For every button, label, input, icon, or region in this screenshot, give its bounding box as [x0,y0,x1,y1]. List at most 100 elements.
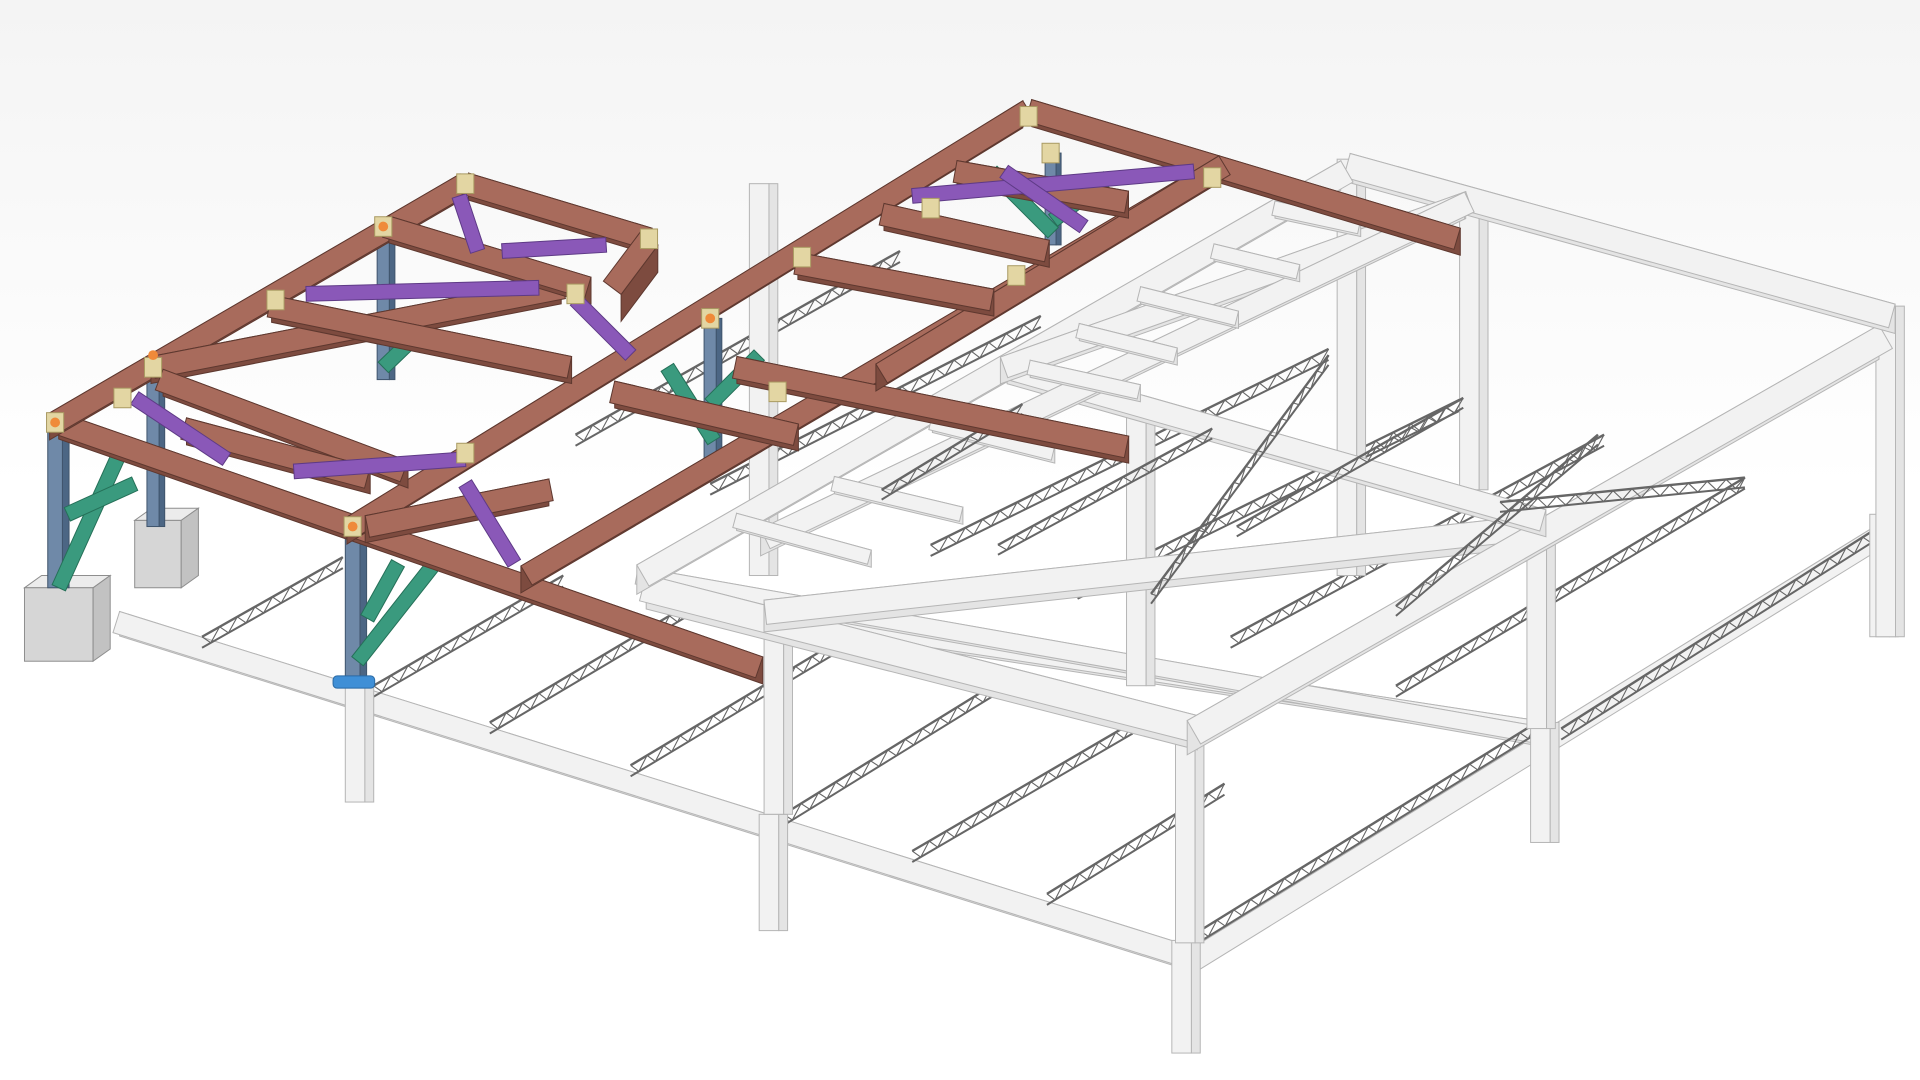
x-brace-9[interactable] [999,164,1089,234]
column-upper-3[interactable] [1459,195,1489,491]
column-cap-5 [148,350,158,361]
column-upper-2[interactable] [1126,415,1156,687]
x-brace-1[interactable] [305,279,540,302]
knee-brace-2[interactable] [63,476,139,522]
column-lower-3[interactable] [1171,939,1201,1054]
footing-2[interactable] [133,507,200,589]
column-face [1459,195,1480,491]
column-cap-1 [50,417,60,428]
joist-top-chord [911,721,1134,853]
beam-flange [461,172,653,250]
joist-top-chord [629,635,846,767]
column-cap-3 [347,521,358,532]
column-face [758,813,780,932]
beam-flange [1209,243,1301,280]
steel-beam-14[interactable] [609,380,800,452]
beam-flange [1026,359,1141,400]
joist-upper-6[interactable] [1499,476,1746,513]
column-upper-5[interactable] [763,611,793,815]
beam-flange [830,475,964,523]
x-brace-4[interactable] [451,192,486,254]
connection-plate-8[interactable] [1019,106,1038,127]
connection-plate-15[interactable] [921,197,940,219]
beam-flange [112,610,1186,967]
connection-plate-9[interactable] [768,381,787,403]
beam-flange [731,355,1130,459]
joist-lower-6[interactable] [911,721,1134,863]
footing-side [92,574,111,663]
infill-beam-1[interactable] [732,512,872,568]
beam-flange [1075,322,1178,363]
joist-upper-5[interactable] [1395,433,1599,617]
beam-flange [1136,286,1240,327]
x-brace-3[interactable] [129,391,232,466]
infill-beam-2[interactable] [830,475,964,525]
connection-plate-11[interactable] [456,442,475,464]
beam-lower-front-left[interactable] [112,610,1186,970]
connection-plate-5[interactable] [456,173,475,194]
connection-plate-2[interactable] [143,357,163,378]
column-side [1145,415,1156,687]
column-side [1895,305,1905,638]
column-upper-6[interactable] [1175,721,1205,944]
joist-top-chord [1150,354,1330,595]
joist-web [1150,354,1330,597]
steel-beam-9[interactable] [731,355,1130,464]
footing-face [23,587,94,662]
lower-level-framing [112,249,1899,1054]
joist-bottom-chord [1199,732,1538,943]
connection-plate-13[interactable] [639,228,659,250]
joist-lower-5[interactable] [783,684,993,827]
connection-plate-16[interactable] [792,246,812,268]
joist-lower-1[interactable] [201,556,344,649]
column-lower-2[interactable] [758,813,789,932]
beam-flange [48,173,472,433]
column-upper-4[interactable] [1526,519,1556,730]
column-lower-4[interactable] [1530,721,1560,843]
column-face [344,685,366,803]
column-side [778,813,789,932]
column-face [1530,721,1551,843]
knee-brace-4[interactable] [360,559,406,623]
connection-plate-18[interactable] [113,387,132,409]
joist-upper-4[interactable] [1236,396,1464,538]
joist-bottom-chord [1395,443,1599,617]
connection-plate-10[interactable] [566,283,585,305]
infill-beam-7[interactable] [1209,243,1301,283]
connection-plate-14[interactable] [1203,167,1222,188]
steel-beam-19[interactable] [364,478,554,544]
joist-lower-8[interactable] [1199,721,1538,943]
joist-web [997,428,1213,551]
joist-upper-2[interactable] [997,427,1213,556]
column-face [1171,939,1192,1054]
girder-back[interactable] [1343,152,1896,335]
connection-plate-17[interactable] [1007,265,1026,286]
infill-beam-5[interactable] [1075,322,1178,366]
joist-lower-9[interactable] [1560,525,1881,741]
column-side [1478,195,1489,491]
column-lower-1[interactable] [344,685,375,803]
joist-upper-3[interactable] [1150,354,1330,605]
connection-plate-7[interactable] [1041,142,1060,164]
base-plate[interactable] [332,675,376,689]
joist-top-chord [1499,476,1746,504]
joist-web [201,556,344,644]
connection-plate-12[interactable] [266,289,285,311]
column-face [1175,721,1196,944]
x-brace-8[interactable] [911,163,1196,204]
infill-beam-8[interactable] [1271,200,1362,238]
column-upper-7[interactable] [1875,305,1905,638]
joist-top-chord [1395,476,1746,687]
x-brace-7[interactable] [458,479,522,568]
joist-web [1560,526,1881,736]
joist-web [1236,397,1464,533]
footing-1[interactable] [22,574,112,663]
infill-beam-6[interactable] [1136,286,1240,330]
x-brace-5[interactable] [501,237,608,259]
joist-web [783,685,993,821]
infill-beam-4[interactable] [1026,359,1141,403]
joist-lower-4[interactable] [629,635,846,778]
column-cap-4 [705,313,716,324]
